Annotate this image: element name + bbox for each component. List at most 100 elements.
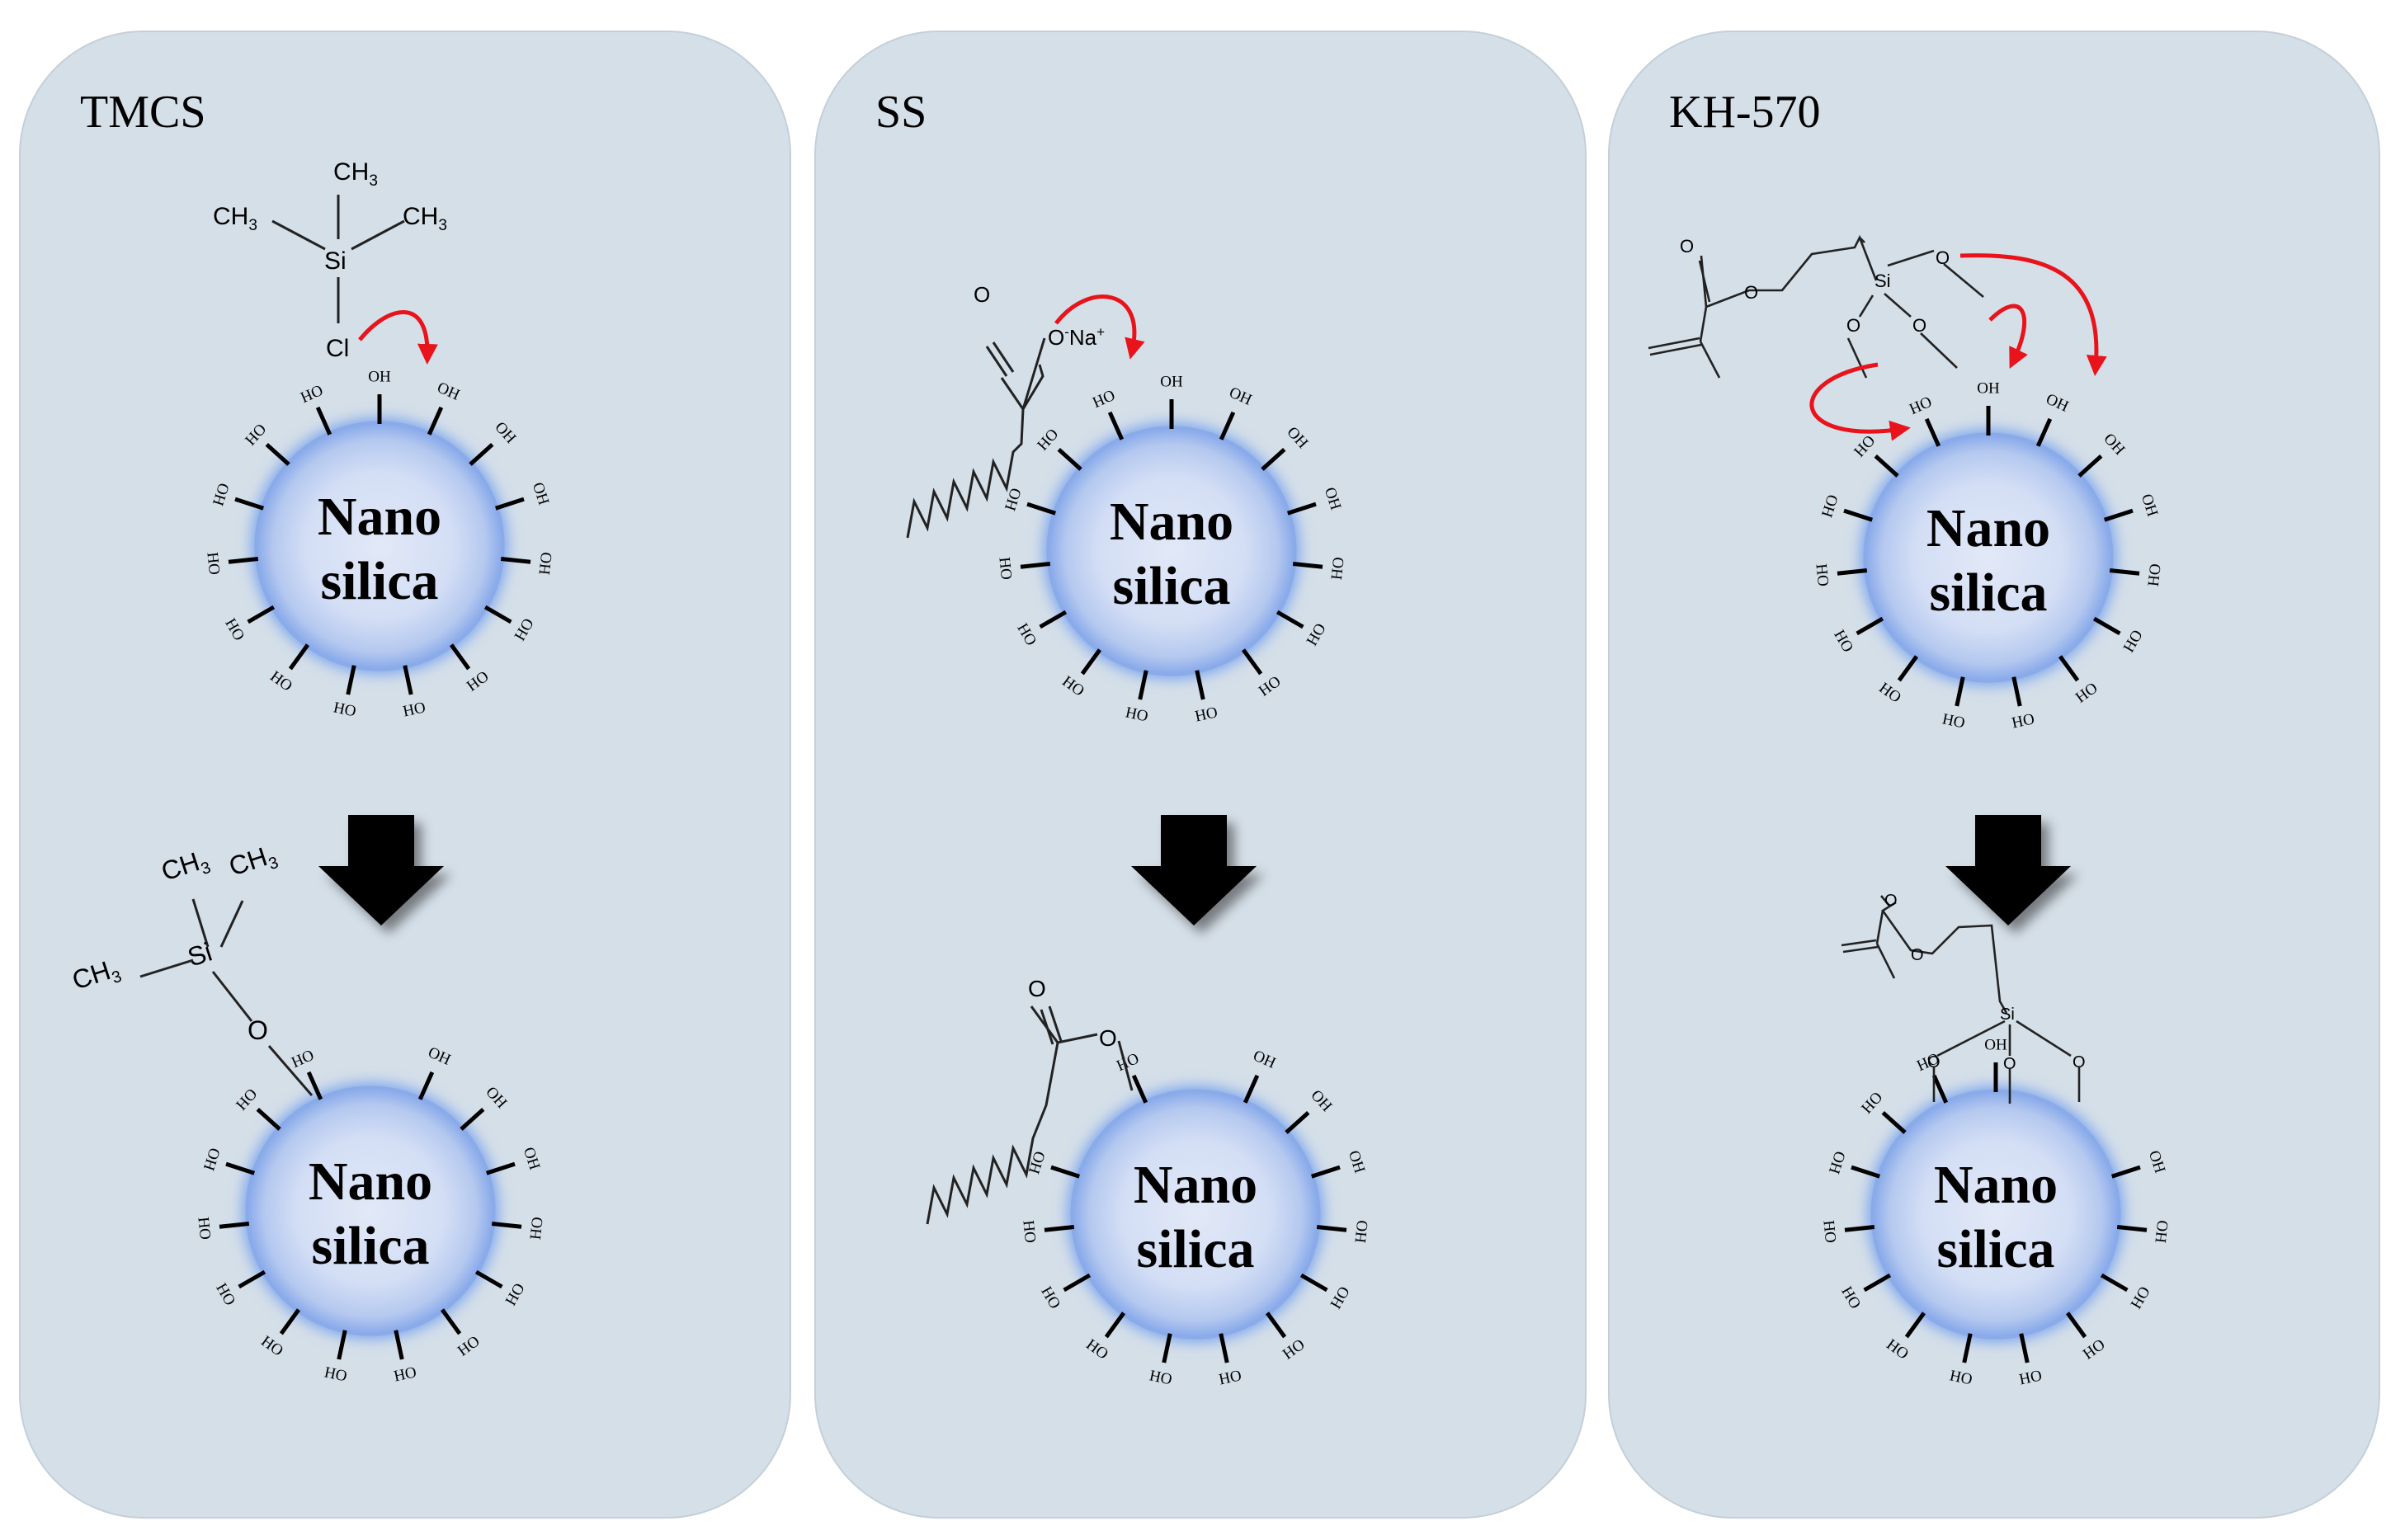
hydroxyl-bond (238, 1269, 266, 1289)
hydroxyl-bond (1285, 1111, 1310, 1134)
bead-core (1070, 1089, 1321, 1340)
hydroxyl-label: HO (2153, 1219, 2172, 1243)
hydroxyl-bond (1241, 648, 1263, 676)
hydroxyl-bond (1897, 655, 1919, 682)
panel-ss (814, 31, 1587, 1519)
hydroxyl-bond (1316, 1224, 1347, 1232)
hydroxyl-label: HO (1812, 563, 1832, 586)
silicon-label: Si (324, 247, 347, 275)
hydroxyl-label: HO (527, 1216, 547, 1240)
hydroxyl-bond (2110, 1165, 2141, 1179)
bead-label-line2: silica (312, 1216, 430, 1276)
oxygen-label: O (1846, 315, 1860, 336)
bead-label-line1: Nano (1926, 498, 2050, 558)
hydroxyl-bond (485, 1161, 516, 1175)
hydroxyl-bond (1044, 1224, 1075, 1232)
hydroxyl-bond (1962, 1333, 1973, 1363)
hydroxyl-bond (1063, 1273, 1092, 1293)
hydroxyl-bond (337, 1330, 347, 1360)
hydroxyl-bond (228, 556, 259, 564)
oxygen-label: O (1680, 236, 1694, 257)
hydroxyl-bond (2103, 508, 2134, 522)
hydroxyl-bond (2065, 1312, 2087, 1339)
silicon-label: Si (1874, 271, 1891, 291)
hydroxyl-bond (469, 443, 494, 466)
hydroxyl-label: OH (1160, 373, 1183, 390)
methyl-label: CH3 (213, 203, 257, 234)
bead-label-line2: silica (1930, 563, 2048, 623)
hydroxyl-bond (1837, 567, 1868, 576)
oxygen-label: O (1927, 1053, 1941, 1071)
hydroxyl-bond (1851, 1165, 1881, 1179)
kh570-product-labels: O O Si O O O (1884, 892, 2086, 1073)
hydroxyl-bond (483, 605, 512, 624)
silicon-label: Si (2000, 1005, 2015, 1024)
hydroxyl-bond (1843, 508, 1874, 522)
hydroxyl-bond (403, 665, 413, 695)
hydroxyl-bond (1219, 411, 1236, 440)
hydroxyl-bond (2019, 1333, 2030, 1363)
panel-title-kh570: KH-570 (1669, 87, 1821, 138)
hydroxyl-bond (1261, 448, 1286, 471)
hydroxyl-label: HO (194, 1216, 214, 1240)
hydroxyl-bond (449, 643, 471, 671)
curved-red-arrow-icon (1054, 294, 1145, 360)
hydroxyl-bond (2109, 567, 2140, 576)
hydroxyl-bond (1955, 676, 1965, 707)
hydroxyl-bond (1904, 1312, 1926, 1339)
hydroxyl-bond (1195, 670, 1205, 700)
hydroxyl-label: HO (1352, 1219, 1372, 1243)
beads: OHOHOHOHHOHOHOHOHOHOHOHOOHOHOHNanosilica… (194, 368, 2172, 1388)
hydroxyl-bond (1310, 1165, 1341, 1179)
curved-red-arrow-icon (1809, 362, 1911, 441)
hydroxyl-bond (1243, 1074, 1260, 1104)
ss-product (926, 1005, 1134, 1225)
hydroxyl-bond (219, 1221, 250, 1229)
curved-red-arrow-icon (358, 310, 438, 365)
hydroxyl-label: OH (368, 368, 391, 385)
panel-tmcs (19, 31, 791, 1519)
hydroxyl-bond (1874, 454, 1899, 478)
kh570-reagent (1648, 234, 1984, 379)
hydroxyl-bond (279, 1308, 301, 1335)
hydroxyl-bond (2035, 417, 2053, 447)
hydroxyl-bond (2116, 1224, 2148, 1232)
bead-label-line2: silica (1137, 1219, 1255, 1279)
hydroxyl-bond (225, 1161, 256, 1175)
carboxylate-oxygen-label: O-Na+ (1048, 324, 1105, 350)
panels (19, 31, 2380, 1519)
hydroxyl-bond (1107, 411, 1125, 440)
methyl-label: CH3 (333, 158, 378, 190)
hydroxyl-bond (1863, 1273, 1892, 1293)
hydroxyl-bond (460, 1108, 485, 1131)
ss-reagent (906, 337, 1046, 539)
oxygen-label: O (2073, 1053, 2086, 1071)
tmcs-reagent (271, 195, 405, 323)
hydroxyl-bond (1292, 561, 1323, 569)
hydroxyl-label: HO (1328, 556, 1348, 580)
hydroxyl-label: HO (1019, 1219, 1039, 1243)
bead-label-line1: Nano (1934, 1155, 2058, 1215)
hydroxyl-bond (2011, 676, 2022, 707)
hydroxyl-bond (2100, 1273, 2129, 1293)
hydroxyl-bond (494, 497, 525, 511)
hydroxyl-bond (1219, 1333, 1229, 1363)
oxygen-label: O (1099, 1025, 1117, 1051)
tmcs-product (139, 898, 314, 1096)
curved-red-arrow-icon (1959, 253, 2107, 376)
hydroxyl-bond (1299, 1273, 1328, 1293)
hydroxyl-bond (1856, 616, 1884, 636)
hydroxyl-bond (2092, 616, 2121, 636)
panel-title-tmcs: TMCS (80, 87, 206, 138)
hydroxyl-label: HO (536, 551, 556, 575)
oxygen-label: O (974, 282, 990, 307)
hydroxyl-bond (491, 1221, 522, 1229)
chlorine-label: Cl (326, 335, 349, 362)
panel-kh570 (1608, 31, 2380, 1519)
curved-red-arrow-icon (1988, 304, 2028, 370)
hydroxyl-bond (1138, 670, 1148, 700)
